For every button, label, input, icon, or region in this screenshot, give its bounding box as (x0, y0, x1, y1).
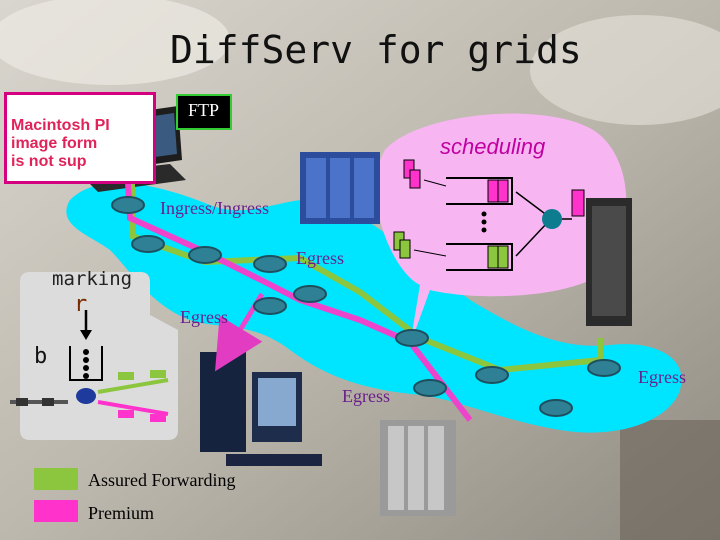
scheduler-icon (542, 209, 562, 229)
placeholder-line: image form (11, 135, 98, 152)
marking-panel (20, 272, 178, 440)
router-icon (587, 359, 621, 377)
token-bucket (69, 346, 103, 381)
router-icon (188, 246, 222, 264)
scheduling-queues (393, 159, 585, 271)
ingress-label: Ingress/Ingress (160, 198, 269, 218)
router-icon (253, 255, 287, 273)
egress-label: Egress (296, 248, 344, 268)
legend-swatch-af (34, 468, 78, 490)
bucket-label: b (34, 344, 48, 369)
scheduling-label: scheduling (440, 134, 546, 159)
background-hat-right (530, 15, 720, 125)
rate-label: r (74, 292, 88, 317)
egress-label: Egress (638, 367, 686, 387)
egress-label: Egress (342, 386, 390, 406)
router-icons (111, 196, 621, 417)
legend-swatch-premium (34, 500, 78, 522)
router-icon (253, 297, 287, 315)
image-placeholder: Macintosh PI image form is not sup (4, 92, 156, 184)
marker-icon (76, 388, 96, 404)
ftp-label: FTP (176, 94, 232, 130)
placeholder-line: is not sup (11, 153, 87, 170)
scheduled-packet (571, 189, 585, 217)
router-icon (293, 285, 327, 303)
server-tower-right (586, 198, 632, 326)
egress-label: Egress (180, 307, 228, 327)
router-icon (111, 196, 145, 214)
router-icon (395, 329, 429, 347)
marking-label: marking (52, 268, 133, 290)
marking-internals (10, 310, 169, 422)
server-rack-top (300, 152, 380, 224)
background-figure (620, 420, 720, 540)
legend-label-af: Assured Forwarding (88, 470, 236, 490)
router-icon (413, 379, 447, 397)
legend-label-premium: Premium (88, 503, 154, 523)
scheduling-bubble (375, 113, 627, 345)
router-icon (475, 366, 509, 384)
background-hat-left (0, 0, 230, 85)
server-bank-bottom (380, 420, 456, 516)
router-icon (539, 399, 573, 417)
router-icon (131, 235, 165, 253)
placeholder-line: Macintosh PI (11, 117, 110, 134)
page-title: DiffServ for grids (170, 28, 582, 72)
